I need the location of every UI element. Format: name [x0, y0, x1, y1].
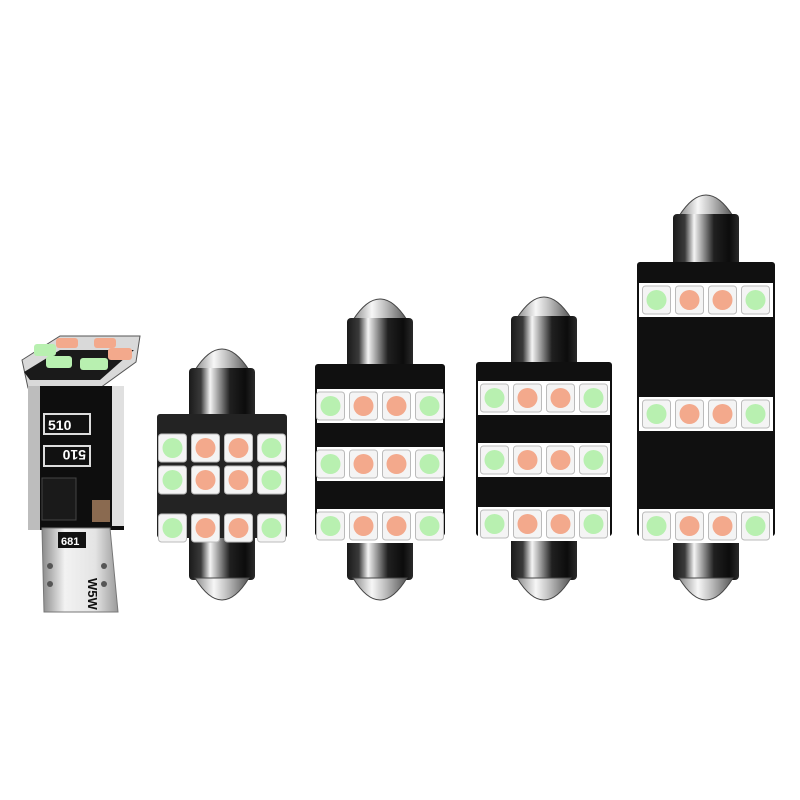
festoon-36mm-top-cap — [347, 318, 413, 368]
festoon-41mm-led-chip — [745, 290, 766, 310]
festoon-31mm-bottom-cap — [189, 534, 255, 580]
festoon-39mm-led-chip — [550, 450, 571, 470]
festoon-31mm-led-chip — [261, 438, 282, 458]
festoon-39mm-led-chip — [550, 388, 571, 408]
festoon-41mm — [637, 194, 775, 601]
festoon-36mm-led-chip — [320, 454, 341, 474]
festoon-39mm-bottom-cap — [511, 532, 577, 580]
festoon-31mm-led-chip — [162, 438, 183, 458]
festoon-36mm-top-tip — [352, 298, 408, 321]
festoon-31mm-led-chip — [195, 438, 216, 458]
festoon-36mm-bottom-tip — [352, 577, 408, 601]
festoon-36mm-bottom-cap — [347, 532, 413, 580]
festoon-41mm-led-chip — [712, 516, 733, 536]
festoon-39mm-led-chip — [550, 514, 571, 534]
festoon-36mm-led-chip — [353, 396, 374, 416]
festoon-39mm-led-chip — [517, 388, 538, 408]
festoon-39mm-led-chip — [484, 514, 505, 534]
festoon-41mm-led-chip — [679, 290, 700, 310]
festoon-36mm — [315, 298, 445, 601]
festoon-36mm-led-chip — [353, 454, 374, 474]
festoon-31mm-led-chip — [261, 518, 282, 538]
t10-resistor-label-top: 510 — [48, 417, 72, 433]
festoon-39mm-led-chip — [517, 450, 538, 470]
festoon-31mm-led-chip — [162, 470, 183, 490]
festoon-36mm-led-chip — [386, 396, 407, 416]
festoon-31mm-led-chip — [228, 470, 249, 490]
festoon-41mm-led-chip — [712, 404, 733, 424]
t10-resistor-label-small: 681 — [61, 536, 79, 548]
festoon-41mm-led-chip — [745, 516, 766, 536]
festoon-36mm-led-chip — [419, 396, 440, 416]
festoon-31mm — [157, 348, 287, 601]
festoon-39mm-led-chip — [583, 514, 604, 534]
festoon-39mm — [476, 296, 612, 601]
festoon-39mm-top-tip — [516, 296, 572, 319]
festoon-31mm-top-cap — [189, 368, 255, 418]
festoon-31mm-led-chip — [162, 518, 183, 538]
festoon-41mm-led-chip — [712, 290, 733, 310]
festoon-36mm-led-chip — [353, 516, 374, 536]
festoon-39mm-led-chip — [484, 388, 505, 408]
t10-led-green-3 — [80, 358, 108, 370]
festoon-31mm-led-chip — [261, 470, 282, 490]
festoon-31mm-bottom-tip — [194, 577, 250, 601]
festoon-36mm-led-chip — [419, 454, 440, 474]
festoon-41mm-led-chip — [646, 290, 667, 310]
t10-led-pink-2 — [94, 338, 116, 348]
t10-led-green-2 — [46, 356, 72, 368]
festoon-41mm-led-chip — [646, 516, 667, 536]
festoon-39mm-bottom-tip — [516, 577, 572, 601]
festoon-39mm-led-chip — [583, 388, 604, 408]
t10-led-green-1 — [34, 344, 56, 356]
festoon-39mm-top-cap — [511, 316, 577, 366]
t10-led-pink-3 — [108, 348, 132, 360]
festoon-31mm-led-chip — [195, 470, 216, 490]
festoon-39mm-led-chip — [517, 514, 538, 534]
t10-led-pink-1 — [56, 338, 78, 348]
festoon-41mm-top-tip — [678, 194, 734, 217]
festoon-41mm-led-chip — [745, 404, 766, 424]
t10-capacitor — [92, 500, 110, 522]
festoon-41mm-bottom-tip — [678, 577, 734, 601]
festoon-36mm-led-chip — [386, 516, 407, 536]
festoon-31mm-led-chip — [228, 438, 249, 458]
festoon-31mm-top-tip — [194, 348, 250, 371]
t10-resistor-label-bottom: 510 — [62, 447, 86, 463]
t10-base-label: W5W — [85, 578, 100, 611]
t10-chip — [41, 477, 77, 521]
festoon-41mm-top-cap — [673, 214, 739, 266]
festoon-39mm-led-chip — [484, 450, 505, 470]
festoon-36mm-led-chip — [386, 454, 407, 474]
festoon-36mm-led-chip — [419, 516, 440, 536]
festoon-39mm-led-chip — [583, 450, 604, 470]
festoon-41mm-led-chip — [679, 516, 700, 536]
festoon-41mm-led-chip — [646, 404, 667, 424]
festoon-bulbs — [157, 194, 775, 601]
festoon-36mm-led-chip — [320, 516, 341, 536]
t10-wedge-bulb: 510 510 681 W5W — [21, 335, 141, 613]
festoon-31mm-led-chip — [195, 518, 216, 538]
festoon-31mm-led-chip — [228, 518, 249, 538]
festoon-41mm-bottom-cap — [673, 532, 739, 580]
t10-wedge-base — [41, 527, 119, 613]
festoon-41mm-led-chip — [679, 404, 700, 424]
festoon-36mm-led-chip — [320, 396, 341, 416]
